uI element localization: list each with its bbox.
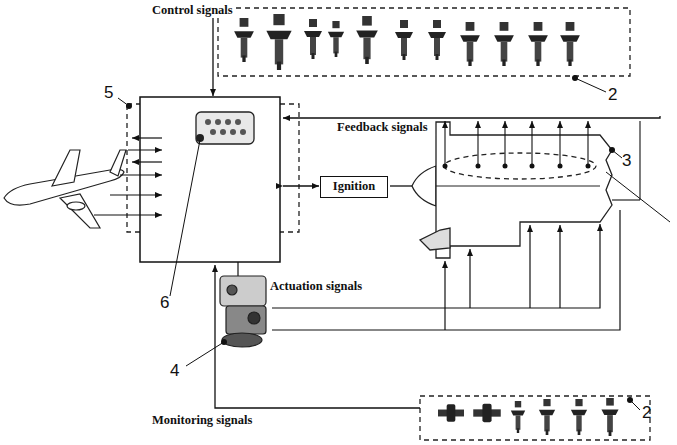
- monitoring-sensors: [438, 398, 619, 436]
- signal-label: Feedback signals: [335, 121, 430, 135]
- ecu-unit: [196, 112, 254, 144]
- callout-number: 3: [622, 152, 631, 171]
- actuator-unit: [220, 276, 266, 347]
- aircraft: [4, 150, 126, 228]
- node-text: Ignition: [333, 179, 375, 194]
- process-box: Ignition: [320, 176, 388, 198]
- callout-number: 2: [642, 404, 651, 423]
- signal-label: Control signals: [150, 4, 235, 18]
- callout-number: 5: [104, 84, 113, 103]
- callout-number: 4: [170, 362, 179, 381]
- callout-number: 6: [160, 294, 169, 313]
- sensor-group: [218, 8, 630, 76]
- engine: [412, 122, 612, 258]
- callout-number: 2: [608, 86, 617, 105]
- ecu-box: [140, 97, 280, 262]
- signal-label: Monitoring signals: [150, 414, 254, 428]
- control-sensors: [234, 14, 580, 70]
- signal-label: Actuation signals: [268, 280, 364, 294]
